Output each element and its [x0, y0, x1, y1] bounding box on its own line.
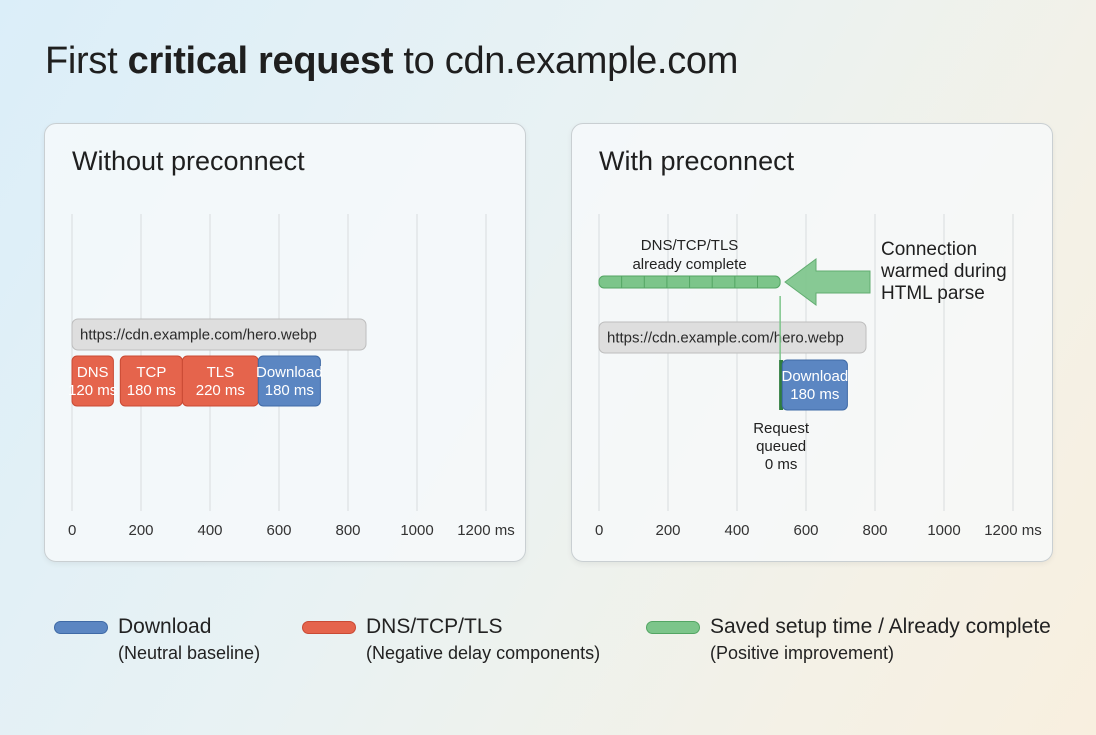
timeline-chart-with-preconnect: 0 200 400 600 800 1000 1200 ms DNS/TCP/TLS alrea… — [595, 214, 1042, 539]
x-tick-label: 0 — [595, 522, 603, 539]
x-tick-label: 600 — [793, 522, 818, 539]
request-url-pill — [71, 318, 367, 351]
x-tick-label: 400 — [724, 522, 749, 539]
legend-sublabel: (Negative delay components) — [366, 643, 601, 663]
x-tick-label: 1000 — [927, 522, 960, 539]
timeline-chart-without-preconnect: 0 200 400 600 800 1000 1200 ms https://cdn.exam… — [68, 214, 515, 539]
already-complete-label-line2: already complete — [632, 256, 746, 273]
x-tick-label: 1200 ms — [984, 522, 1042, 539]
legend-sublabel: (Positive improvement) — [710, 643, 895, 663]
panel-title: Without preconnect — [72, 146, 305, 176]
chart-panel-with-preconnect: With preconnect 0 200 400 600 800 1000 1200 ms… — [571, 123, 1053, 562]
segment-duration-label: 180 ms — [127, 382, 176, 399]
request-queued-marker — [779, 360, 784, 410]
callout-text-line: Connection — [881, 239, 977, 260]
segment-name-label: Download — [781, 368, 848, 385]
request-url-label: https://cdn.example.com/hero.webp — [607, 330, 844, 347]
request-url-pill — [598, 321, 867, 354]
segment-duration-label: 120 ms — [68, 382, 117, 399]
segment-duration-label: 180 ms — [790, 386, 839, 403]
segment-bar-download — [257, 355, 321, 407]
panel-title: With preconnect — [599, 146, 795, 176]
segment-duration-label: 180 ms — [265, 382, 314, 399]
segment-bar-dns — [71, 355, 114, 407]
request-queued-label-line: queued — [756, 438, 806, 455]
x-tick-label: 1200 ms — [457, 522, 515, 539]
legend-swatch-download — [54, 621, 108, 634]
legend-label: Download — [118, 615, 212, 638]
chart-panel-without-preconnect: Without preconnect 0 200 400 600 800 1000 1200… — [44, 123, 526, 562]
title-emphasis: critical request — [127, 40, 394, 82]
x-tick-label: 1000 — [400, 522, 433, 539]
x-tick-label: 400 — [197, 522, 222, 539]
segment-duration-label: 220 ms — [196, 382, 245, 399]
x-tick-label: 200 — [128, 522, 153, 539]
legend-sublabel: (Neutral baseline) — [118, 643, 261, 663]
x-tick-label: 800 — [335, 522, 360, 539]
legend-label: Saved setup time / Already complete — [710, 615, 1051, 638]
callout-arrow-icon — [784, 258, 871, 306]
x-tick-label: 0 — [68, 522, 76, 539]
x-tick-label: 200 — [655, 522, 680, 539]
legend-swatch-delay — [302, 621, 356, 634]
segment-bar-download — [781, 359, 848, 411]
segment-name-label: Download — [256, 364, 323, 381]
already-complete-label-line1: DNS/TCP/TLS — [641, 237, 739, 254]
x-tick-label: 600 — [266, 522, 291, 539]
x-tick-label: 800 — [862, 522, 887, 539]
title-suffix: to cdn.example.com — [393, 40, 739, 82]
legend-label: DNS/TCP/TLS — [366, 615, 503, 638]
page-title: First critical request to cdn.example.co… — [45, 40, 738, 83]
request-queued-label-line: 0 ms — [765, 456, 798, 473]
legend-swatch-saved — [646, 621, 700, 634]
request-queued-label-line: Request — [753, 420, 810, 437]
segment-name-label: TCP — [136, 364, 166, 381]
segment-name-label: DNS — [77, 364, 109, 381]
title-prefix: First — [45, 40, 128, 82]
callout-text-line: warmed during — [880, 261, 1007, 282]
request-url-label: https://cdn.example.com/hero.webp — [80, 327, 317, 344]
segment-name-label: TLS — [207, 364, 235, 381]
callout-text-line: HTML parse — [881, 283, 985, 304]
